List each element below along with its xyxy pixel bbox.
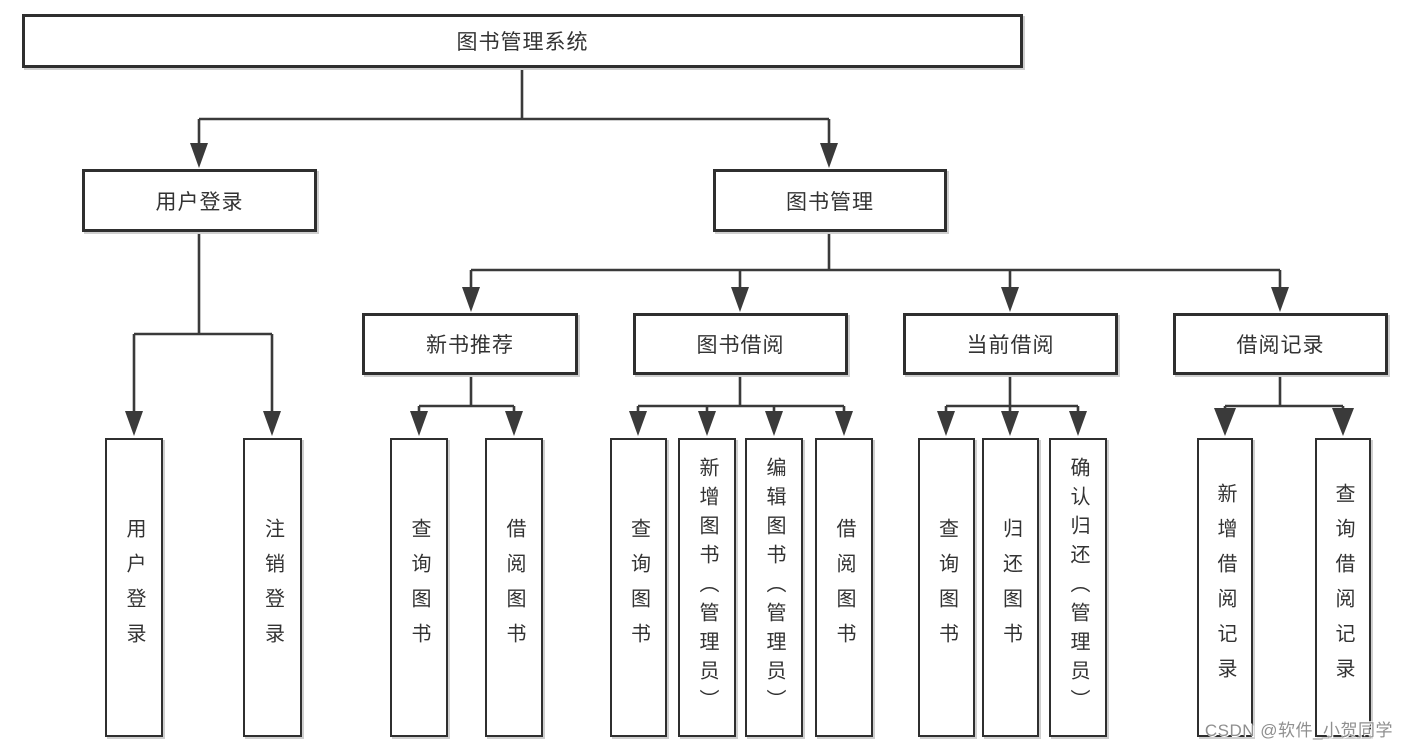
leaf-label: 查询图书 (935, 517, 958, 658)
node-label: 图书借阅 (696, 334, 785, 357)
leaf-query-books: 查询图书 (390, 438, 448, 737)
leaf-borrow-books: 借阅图书 (485, 438, 543, 737)
node-book-borrowing: 图书借阅 (633, 313, 848, 375)
node-label: 用户登录 (155, 190, 244, 214)
arrowhead (462, 287, 480, 312)
leaf-query-books: 查询图书 (610, 438, 667, 737)
leaf-borrow-books: 借阅图书 (815, 438, 873, 737)
arrowhead (765, 411, 783, 436)
arrowhead (835, 411, 853, 436)
leaf-label: 查询图书 (627, 517, 650, 658)
arrowhead (629, 411, 647, 436)
leaf-user-login: 用户登录 (105, 438, 163, 737)
leaf-query-borrow-record: 查询借阅记录 (1315, 438, 1371, 737)
node-label: 图书管理系统 (456, 31, 589, 54)
leaf-edit-books-admin: 编辑图书（管理员） (745, 438, 803, 737)
arrowhead (1001, 287, 1019, 312)
node-label: 借阅记录 (1236, 334, 1325, 357)
leaf-label: 用户登录 (123, 517, 145, 658)
node-library-management-system: 图书管理系统 (22, 14, 1023, 68)
leaf-logout: 注销登录 (243, 438, 302, 737)
leaf-label: 新增借阅记录 (1214, 482, 1236, 693)
leaf-label: 确认归还（管理员） (1067, 457, 1089, 718)
arrowhead (937, 411, 955, 436)
arrowhead (820, 143, 838, 168)
node-new-book-recommendation: 新书推荐 (362, 313, 578, 375)
arrowhead (698, 411, 716, 436)
arrowhead (190, 143, 208, 168)
leaf-label: 归还图书 (999, 517, 1022, 658)
node-borrowing-records: 借阅记录 (1173, 313, 1388, 375)
leaf-label: 借阅图书 (503, 517, 525, 658)
leaf-add-borrow-record: 新增借阅记录 (1197, 438, 1253, 737)
node-label: 新书推荐 (426, 334, 514, 357)
leaf-label: 注销登录 (261, 517, 284, 658)
leaf-label: 新增图书（管理员） (696, 457, 718, 718)
arrowhead (263, 411, 281, 436)
leaf-query-books: 查询图书 (918, 438, 975, 737)
leaf-confirm-return-admin: 确认归还（管理员） (1049, 438, 1107, 737)
node-label: 当前借阅 (966, 334, 1055, 357)
leaf-label: 查询借阅记录 (1332, 482, 1354, 693)
arrowhead (1271, 287, 1289, 312)
csdn-watermark: CSDN @软件_小贺同学 (1204, 721, 1393, 740)
arrowhead (505, 411, 523, 436)
node-book-management: 图书管理 (713, 169, 947, 232)
arrowhead (731, 287, 749, 312)
arrowhead (125, 411, 143, 436)
leaf-add-books-admin: 新增图书（管理员） (678, 438, 736, 737)
leaf-label: 借阅图书 (833, 517, 855, 658)
leaf-label: 编辑图书（管理员） (763, 457, 785, 718)
arrowhead (1332, 408, 1354, 436)
arrowhead (1069, 411, 1087, 436)
node-label: 图书管理 (786, 190, 874, 214)
arrowhead (410, 411, 428, 436)
arrowhead (1001, 411, 1019, 436)
arrowhead (1214, 408, 1236, 436)
node-current-borrowing: 当前借阅 (903, 313, 1118, 375)
node-user-login: 用户登录 (82, 169, 317, 232)
leaf-label: 查询图书 (408, 517, 430, 658)
leaf-return-books: 归还图书 (982, 438, 1039, 737)
